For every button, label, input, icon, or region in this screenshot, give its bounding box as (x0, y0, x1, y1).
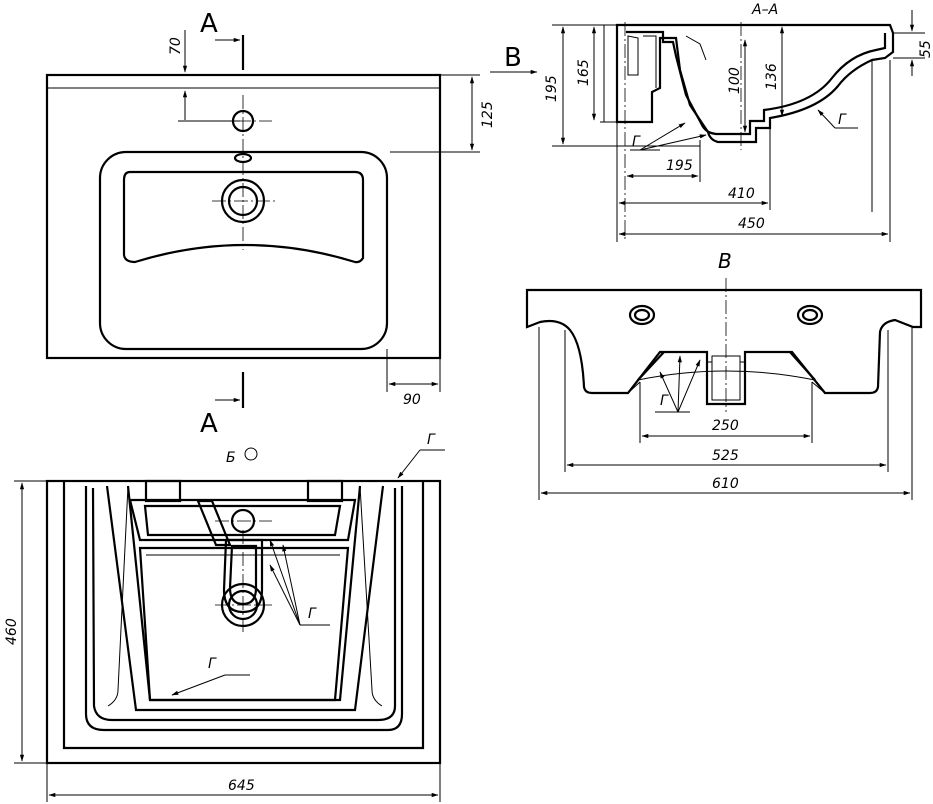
dim-55: 55 (918, 40, 933, 58)
b-circle-label: Б (226, 450, 236, 466)
section-letter-a-top: А (200, 9, 218, 39)
view-b-title: В (718, 249, 732, 273)
view-b: В Г 250 525 610 (525, 249, 923, 500)
g-label-front-2: Г (208, 656, 217, 672)
basin-outline (45, 73, 442, 360)
g-label-section-1: Г (632, 134, 641, 150)
dim-195-height: 195 (544, 75, 560, 102)
dim-125: 125 (480, 101, 496, 128)
dim-610: 610 (712, 476, 739, 492)
dim-195-width: 195 (666, 158, 693, 174)
front-outline (45, 479, 442, 765)
dim-410: 410 (728, 186, 755, 202)
dim-460: 460 (4, 618, 20, 645)
dim-70: 70 (168, 37, 184, 55)
g-label-front-top: Г (427, 432, 436, 448)
view-b-outline (525, 288, 923, 406)
g-label-view-b: Г (660, 393, 669, 409)
front-view: Б Г (4, 432, 445, 802)
section-body (615, 23, 895, 144)
section-title: А–А (751, 2, 778, 18)
dim-250: 250 (712, 418, 739, 434)
dim-90: 90 (403, 392, 421, 408)
dim-450: 450 (738, 216, 765, 232)
dim-525: 525 (712, 448, 739, 464)
dim-645: 645 (228, 778, 255, 794)
top-view: А А 70 125 90 (45, 9, 496, 439)
section-letter-a-bottom: А (200, 409, 218, 439)
view-b-hole-right (796, 304, 824, 326)
dim-136: 136 (764, 63, 780, 90)
dim-165: 165 (576, 59, 592, 86)
dim-100: 100 (727, 67, 743, 94)
view-b-arrow-letter: В (504, 43, 522, 73)
bowl-rim (98, 150, 389, 351)
g-label-section-2: Г (838, 112, 847, 128)
g-label-front-1: Г (308, 606, 317, 622)
section-a-a: А–А В 195 165 100 136 55 (490, 2, 933, 242)
view-b-hole-left (628, 304, 656, 326)
bowl-inner (122, 170, 365, 264)
